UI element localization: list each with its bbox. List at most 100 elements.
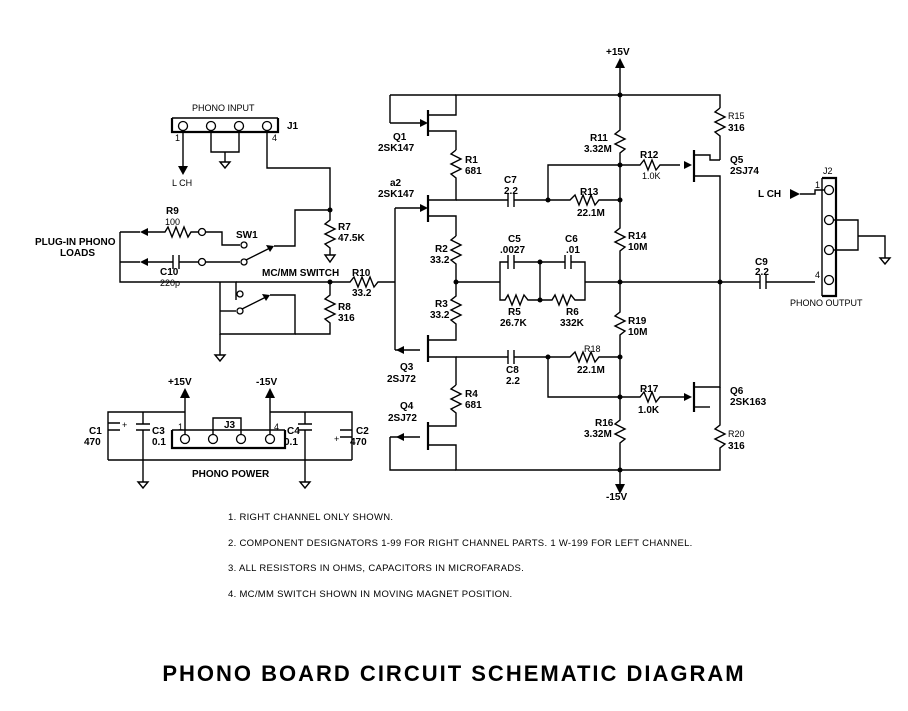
notes: 1. RIGHT CHANNEL ONLY SHOWN. 2. COMPONEN…	[228, 512, 693, 600]
r16-ref: R16	[595, 418, 614, 429]
note-3: 3. ALL RESISTORS IN OHMS, CAPACITORS IN …	[228, 563, 524, 574]
r4-ref: R4	[465, 389, 478, 400]
q1-part: 2SK147	[378, 143, 415, 154]
c10-ref: C10	[160, 267, 179, 278]
j3-pos-label: +15V	[168, 377, 192, 388]
c8-ref: C8	[506, 365, 519, 376]
j2-pin1: 1	[815, 180, 820, 190]
r14-ref: R14	[628, 231, 647, 242]
r13-ref: R13	[580, 187, 599, 198]
r10-ref: R10	[352, 268, 371, 279]
r16-value: 3.32M	[584, 429, 612, 440]
r20-ref: R20	[728, 429, 745, 439]
j1-ref: J1	[287, 121, 299, 132]
j3-pin1: 1	[178, 422, 183, 432]
r1-value: 681	[465, 166, 482, 177]
r18-value: 22.1M	[577, 365, 605, 376]
j1-pin1: 1	[175, 133, 180, 143]
r6-value: 332K	[560, 318, 585, 329]
q5-part: 2SJ74	[730, 166, 759, 177]
note-1: 1. RIGHT CHANNEL ONLY SHOWN.	[228, 512, 393, 523]
r15-value: 316	[728, 123, 745, 134]
r7-r8-bias: R7 47.5K R8 316	[295, 207, 365, 335]
c5-value: .0027	[500, 245, 525, 256]
q2-ref: a2	[390, 178, 402, 189]
note-4: 4. MC/MM SWITCH SHOWN IN MOVING MAGNET P…	[228, 589, 512, 600]
j3-phono-power-connector: 1 J3 4 PHONO POWER +15V -15V + C1 470 C3…	[84, 377, 369, 490]
q4-part: 2SJ72	[388, 413, 417, 424]
c1-plus: +	[122, 420, 127, 430]
c6-ref: C6	[565, 234, 578, 245]
j2-ref: J2	[823, 166, 833, 176]
r9-ref: R9	[166, 206, 179, 217]
c4-value: 0.1	[284, 437, 298, 448]
r11-value: 3.32M	[584, 144, 612, 155]
c4-ref: C4	[287, 426, 300, 437]
r9-value: 100	[165, 217, 180, 227]
q2-part: 2SK147	[378, 189, 415, 200]
r12-value: 1.0K	[642, 171, 661, 181]
r1-ref: R1	[465, 155, 478, 166]
c2-value: 470	[350, 437, 367, 448]
r5-ref: R5	[508, 307, 521, 318]
r4-value: 681	[465, 400, 482, 411]
q6-part: 2SK163	[730, 397, 767, 408]
r8-value: 316	[338, 313, 355, 324]
c9-value: 2.2	[755, 267, 769, 278]
c1-ref: C1	[89, 426, 102, 437]
j2-phono-output-connector: J2 1 4 PHONO OUTPUT L CH	[758, 166, 892, 308]
r2-ref: R2	[435, 244, 448, 255]
j1-label: PHONO INPUT	[192, 103, 255, 113]
r2-value: 33.2	[430, 255, 450, 266]
r14-value: 10M	[628, 242, 647, 253]
q4-ref: Q4	[400, 401, 414, 412]
j2-label: PHONO OUTPUT	[790, 298, 863, 308]
q1-ref: Q1	[393, 132, 407, 143]
r17-ref: R17	[640, 384, 659, 395]
j3-pin4: 4	[274, 422, 279, 432]
r19-ref: R19	[628, 316, 647, 327]
j1-lch-label: L CH	[172, 178, 192, 188]
r12-ref: R12	[640, 150, 659, 161]
j1-pin4: 4	[272, 133, 277, 143]
r7-value: 47.5K	[338, 233, 365, 244]
r6-ref: R6	[566, 307, 579, 318]
note-2: 2. COMPONENT DESIGNATORS 1-99 FOR RIGHT …	[228, 538, 693, 549]
c1-value: 470	[84, 437, 101, 448]
c9-ref: C9	[755, 257, 768, 268]
switch-name: MC/MM SWITCH	[262, 268, 339, 279]
r5-value: 26.7K	[500, 318, 527, 329]
diagram-title: PHONO BOARD CIRCUIT SCHEMATIC DIAGRAM	[162, 661, 745, 686]
r19-value: 10M	[628, 327, 647, 338]
r20-value: 316	[728, 441, 745, 452]
j3-neg-label: -15V	[256, 377, 277, 388]
c2-ref: C2	[356, 426, 369, 437]
r3-ref: R3	[435, 299, 448, 310]
j1-phono-input-connector: PHONO INPUT J1 1 4 L CH	[170, 103, 331, 210]
q3-part: 2SJ72	[387, 374, 416, 385]
r15-ref: R15	[728, 111, 745, 121]
loads-label-line2: LOADS	[60, 248, 95, 259]
c7-value: 2.2	[504, 186, 518, 197]
j3-ref: J3	[224, 420, 236, 431]
q6-ref: Q6	[730, 386, 744, 397]
j2-pin4: 4	[815, 270, 820, 280]
c3-ref: C3	[152, 426, 165, 437]
r18-ref: R18	[584, 344, 601, 354]
j2-lch-label: L CH	[758, 189, 781, 200]
c3-value: 0.1	[152, 437, 166, 448]
c5-ref: C5	[508, 234, 521, 245]
input-loads: PLUG-IN PHONO LOADS R9 100 C10 220p SW1 …	[35, 206, 395, 363]
rail-neg-label: -15V	[606, 492, 627, 503]
c7-ref: C7	[504, 175, 517, 186]
q3-ref: Q3	[400, 362, 414, 373]
c8-value: 2.2	[506, 376, 520, 387]
c2-plus: +	[334, 434, 339, 444]
output-stage: +15V R15 316 R11 3.32M R12 1.0K Q5 2SJ74…	[584, 47, 815, 503]
j3-label: PHONO POWER	[192, 469, 270, 480]
r8-ref: R8	[338, 302, 351, 313]
r7-ref: R7	[338, 222, 351, 233]
r17-value: 1.0K	[638, 405, 660, 416]
